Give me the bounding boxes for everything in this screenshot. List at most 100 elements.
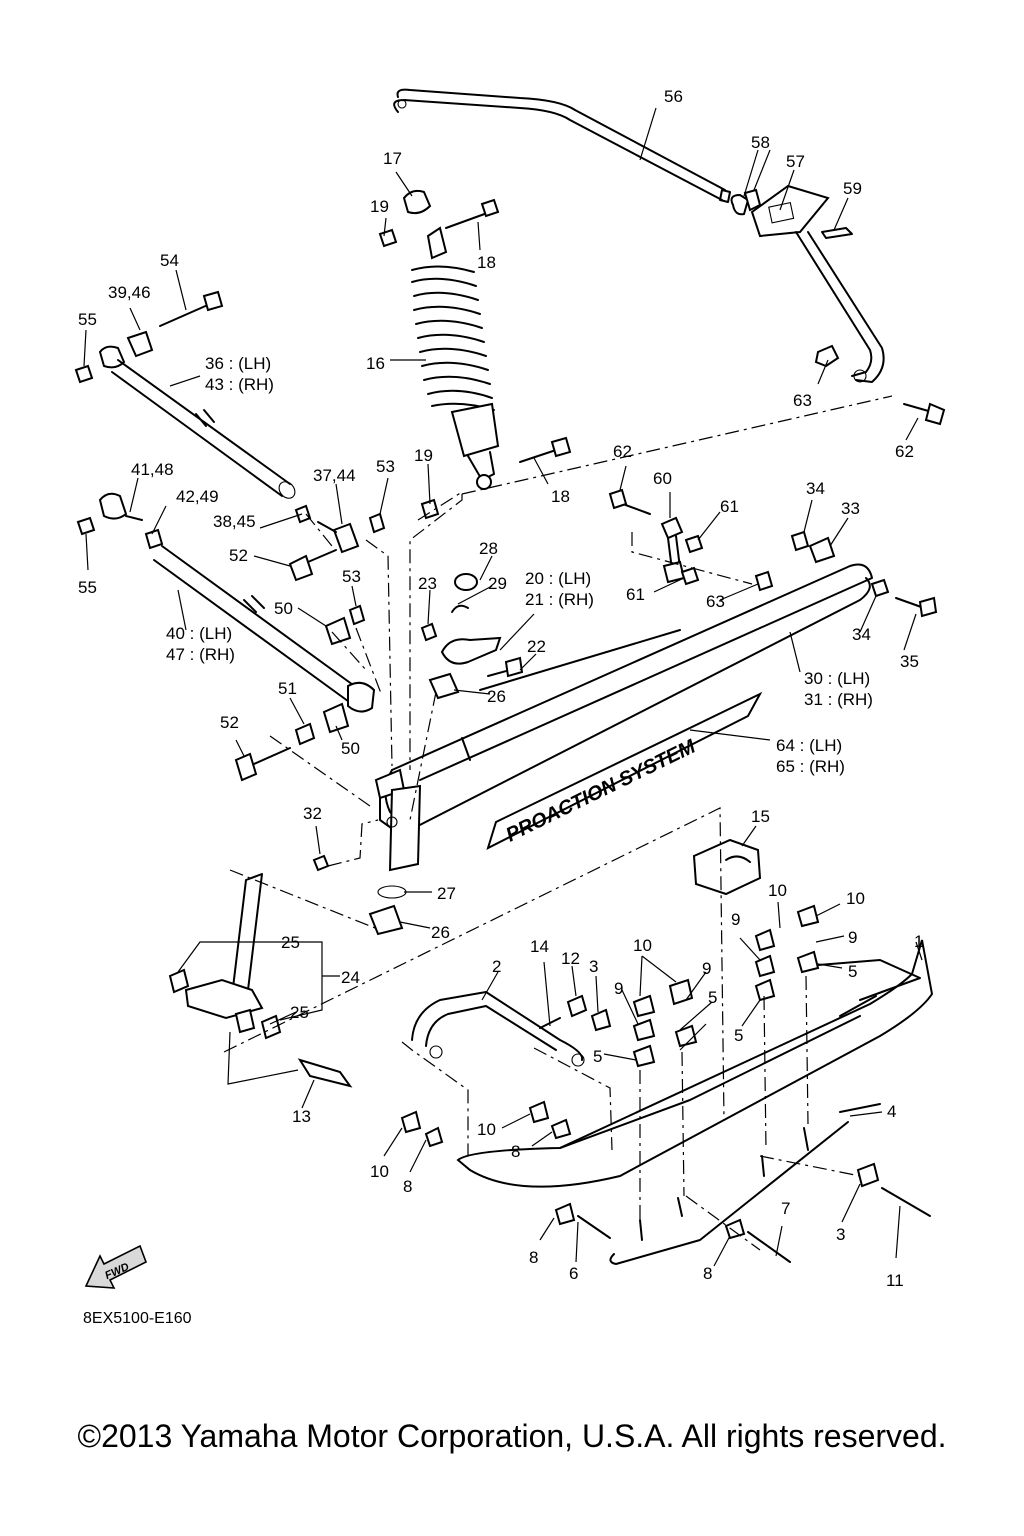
callout-37-44: 37,44 bbox=[313, 466, 356, 485]
callout-55: 55 bbox=[78, 578, 97, 597]
callout-5: 5 bbox=[734, 1026, 743, 1045]
callout-8: 8 bbox=[703, 1264, 712, 1283]
callout-35: 35 bbox=[900, 652, 919, 671]
callout-63: 63 bbox=[793, 391, 812, 410]
leader-lines bbox=[83, 107, 923, 1267]
callout-19: 19 bbox=[414, 446, 433, 465]
ski-hardware bbox=[400, 904, 931, 1263]
callout-36: 36 : (LH) bbox=[205, 354, 271, 373]
callout-33: 33 bbox=[841, 499, 860, 518]
callout-20: 20 : (LH) bbox=[525, 569, 591, 588]
callout-65: 65 : (RH) bbox=[776, 757, 845, 776]
callout-55: 55 bbox=[78, 310, 97, 329]
callout-11: 11 bbox=[886, 1271, 904, 1290]
steering-arm-hardware bbox=[368, 573, 524, 936]
callout-58: 58 bbox=[751, 133, 770, 152]
callout-26: 26 bbox=[431, 923, 450, 942]
callout-10: 10 bbox=[370, 1162, 389, 1181]
callout-18: 18 bbox=[477, 253, 496, 272]
stabilizer-bracket bbox=[730, 184, 853, 239]
callout-12: 12 bbox=[561, 949, 580, 968]
callout-8: 8 bbox=[529, 1248, 538, 1267]
callout-62: 62 bbox=[895, 442, 914, 461]
front-suspension-exploded-diagram: PROACTION SYSTEM bbox=[74, 87, 946, 1290]
stabilizer-arm bbox=[795, 231, 946, 426]
callout-51: 51 bbox=[278, 679, 297, 698]
callout-41-48: 41,48 bbox=[131, 460, 174, 479]
callout-52: 52 bbox=[229, 546, 248, 565]
callout-56: 56 bbox=[664, 87, 683, 106]
callout-23: 23 bbox=[418, 574, 437, 593]
spindle-housing bbox=[312, 768, 422, 872]
proaction-decal-text: PROACTION SYSTEM bbox=[503, 735, 701, 846]
callout-47: 47 : (RH) bbox=[166, 645, 235, 664]
callout-42-49: 42,49 bbox=[176, 487, 219, 506]
callout-43: 43 : (RH) bbox=[205, 375, 274, 394]
callout-59: 59 bbox=[843, 179, 862, 198]
callout-10: 10 bbox=[768, 881, 787, 900]
callout-16: 16 bbox=[366, 354, 385, 373]
callout-9: 9 bbox=[731, 910, 740, 929]
callout-8: 8 bbox=[403, 1177, 412, 1196]
forward-direction-arrow: FWD bbox=[84, 1244, 148, 1289]
callout-8: 8 bbox=[511, 1142, 520, 1161]
stabilizer-bar bbox=[393, 88, 731, 203]
radius-rod-hardware bbox=[234, 504, 386, 782]
ski-stopper bbox=[692, 838, 762, 896]
callout-64: 64 : (LH) bbox=[776, 736, 842, 755]
callout-5: 5 bbox=[848, 962, 857, 981]
callout-30: 30 : (LH) bbox=[804, 669, 870, 688]
callout-25: 25 bbox=[290, 1003, 309, 1022]
shock-absorber bbox=[378, 189, 572, 520]
callout-25: 25 bbox=[281, 933, 300, 952]
callout-5: 5 bbox=[708, 988, 717, 1007]
callout-61: 61 bbox=[720, 497, 739, 516]
callout-18: 18 bbox=[551, 487, 570, 506]
callout-53: 53 bbox=[376, 457, 395, 476]
callout-22: 22 bbox=[527, 637, 546, 656]
callout-9: 9 bbox=[848, 928, 857, 947]
callout-17: 17 bbox=[383, 149, 402, 168]
callout-10: 10 bbox=[633, 936, 652, 955]
callout-6: 6 bbox=[569, 1264, 578, 1283]
callout-5: 5 bbox=[593, 1047, 602, 1066]
callout-28: 28 bbox=[479, 539, 498, 558]
callout-32: 32 bbox=[303, 804, 322, 823]
callout-26: 26 bbox=[487, 687, 506, 706]
callout-7: 7 bbox=[781, 1199, 790, 1218]
diagram-code: 8EX5100-E160 bbox=[83, 1310, 192, 1327]
callout-34: 34 bbox=[806, 479, 825, 498]
callout-63: 63 bbox=[706, 592, 725, 611]
callout-38-45: 38,45 bbox=[213, 512, 256, 531]
ski-spindle bbox=[168, 873, 353, 1088]
callout-39-46: 39,46 bbox=[108, 283, 151, 302]
center-lines bbox=[223, 395, 893, 1251]
callout-13: 13 bbox=[292, 1107, 311, 1126]
callout-24: 24 bbox=[341, 968, 360, 987]
callout-3: 3 bbox=[589, 957, 598, 976]
callouts: 1 2 3 3 4 5 5 5 5 6 7 8 8 8 8 9 9 9 9 10… bbox=[78, 87, 923, 1290]
callout-52: 52 bbox=[220, 713, 239, 732]
callout-50: 50 bbox=[341, 739, 360, 758]
callout-60: 60 bbox=[653, 469, 672, 488]
callout-27: 27 bbox=[437, 884, 456, 903]
copyright-notice: ©2013 Yamaha Motor Corporation, U.S.A. A… bbox=[77, 1418, 947, 1454]
callout-61: 61 bbox=[626, 585, 645, 604]
callout-21: 21 : (RH) bbox=[525, 590, 594, 609]
callout-19: 19 bbox=[370, 197, 389, 216]
callout-4: 4 bbox=[887, 1102, 896, 1121]
upper-radius-rod bbox=[74, 290, 296, 499]
callout-53: 53 bbox=[342, 567, 361, 586]
callout-34: 34 bbox=[852, 625, 871, 644]
callout-10: 10 bbox=[477, 1120, 496, 1139]
callout-9: 9 bbox=[702, 959, 711, 978]
callout-1: 1 bbox=[914, 932, 923, 951]
callout-10: 10 bbox=[846, 889, 865, 908]
callout-9: 9 bbox=[614, 979, 623, 998]
callout-62: 62 bbox=[613, 442, 632, 461]
callout-29: 29 bbox=[488, 574, 507, 593]
callout-50: 50 bbox=[274, 599, 293, 618]
callout-2: 2 bbox=[492, 957, 501, 976]
callout-14: 14 bbox=[530, 937, 549, 956]
callout-15: 15 bbox=[751, 807, 770, 826]
